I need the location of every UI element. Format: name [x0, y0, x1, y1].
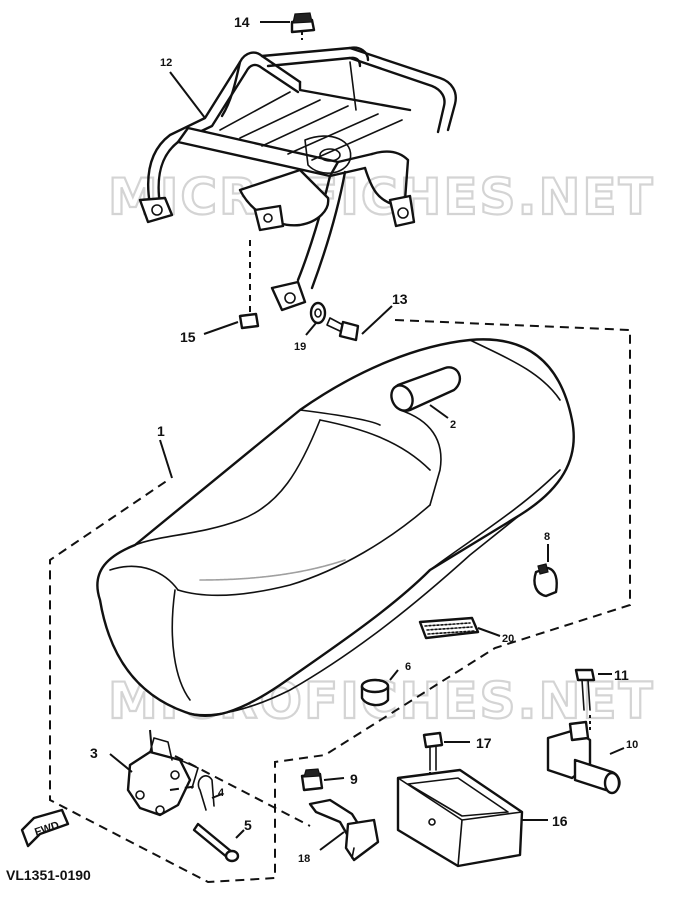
hinge-guide-line-2: [169, 785, 199, 791]
part-16-tool-box: [396, 768, 548, 868]
part-9-nut: [300, 768, 345, 792]
seat-kit-boundary: [49, 319, 631, 884]
hinge-guide-line: [174, 755, 311, 827]
part-4-clip: [197, 775, 223, 811]
callout-12: 12: [160, 57, 172, 69]
callout-3: 3: [90, 745, 98, 761]
part-19-washer: [309, 301, 327, 325]
callout-4: 4: [218, 787, 225, 799]
part-10-seat-lock: [546, 720, 625, 795]
leader-1: [159, 439, 173, 479]
callout-17: 17: [476, 735, 492, 751]
leader-13: [361, 305, 393, 335]
part-5-pin: [192, 822, 245, 863]
part-13-bolt: [326, 317, 360, 342]
part-18-hook: [308, 798, 380, 862]
leader-12: [169, 71, 206, 119]
part-15-nut: [238, 240, 260, 330]
callout-16: 16: [552, 813, 568, 829]
part-11-bolt: [574, 668, 612, 730]
part-2-tube: [390, 366, 462, 419]
forward-arrow-icon: FWD: [20, 808, 70, 848]
leader-19: [305, 322, 317, 336]
callout-15: 15: [180, 329, 196, 345]
callout-9: 9: [350, 771, 358, 787]
callout-19: 19: [294, 341, 306, 353]
diagram-code: VL1351-0190: [6, 867, 91, 883]
callout-10: 10: [626, 739, 638, 751]
part-3-hinge: [109, 729, 199, 817]
callout-8: 8: [544, 531, 550, 543]
leader-18: [319, 831, 345, 851]
part-14-nut: [290, 12, 316, 40]
callout-18: 18: [298, 853, 310, 865]
callout-11: 11: [614, 667, 629, 683]
callout-5: 5: [244, 817, 252, 833]
callout-2: 2: [450, 419, 456, 431]
callout-13: 13: [392, 291, 408, 307]
callout-14: 14: [234, 14, 250, 30]
seat-assembly: [96, 338, 575, 717]
part-8-damper: [533, 544, 558, 598]
callout-6: 6: [405, 661, 411, 673]
callout-20: 20: [502, 633, 514, 645]
part-20-label: [418, 616, 501, 640]
part-6-grommet: [360, 669, 399, 707]
carrier-rack: [138, 46, 457, 312]
leader-15: [203, 321, 239, 335]
callout-1: 1: [157, 423, 165, 439]
